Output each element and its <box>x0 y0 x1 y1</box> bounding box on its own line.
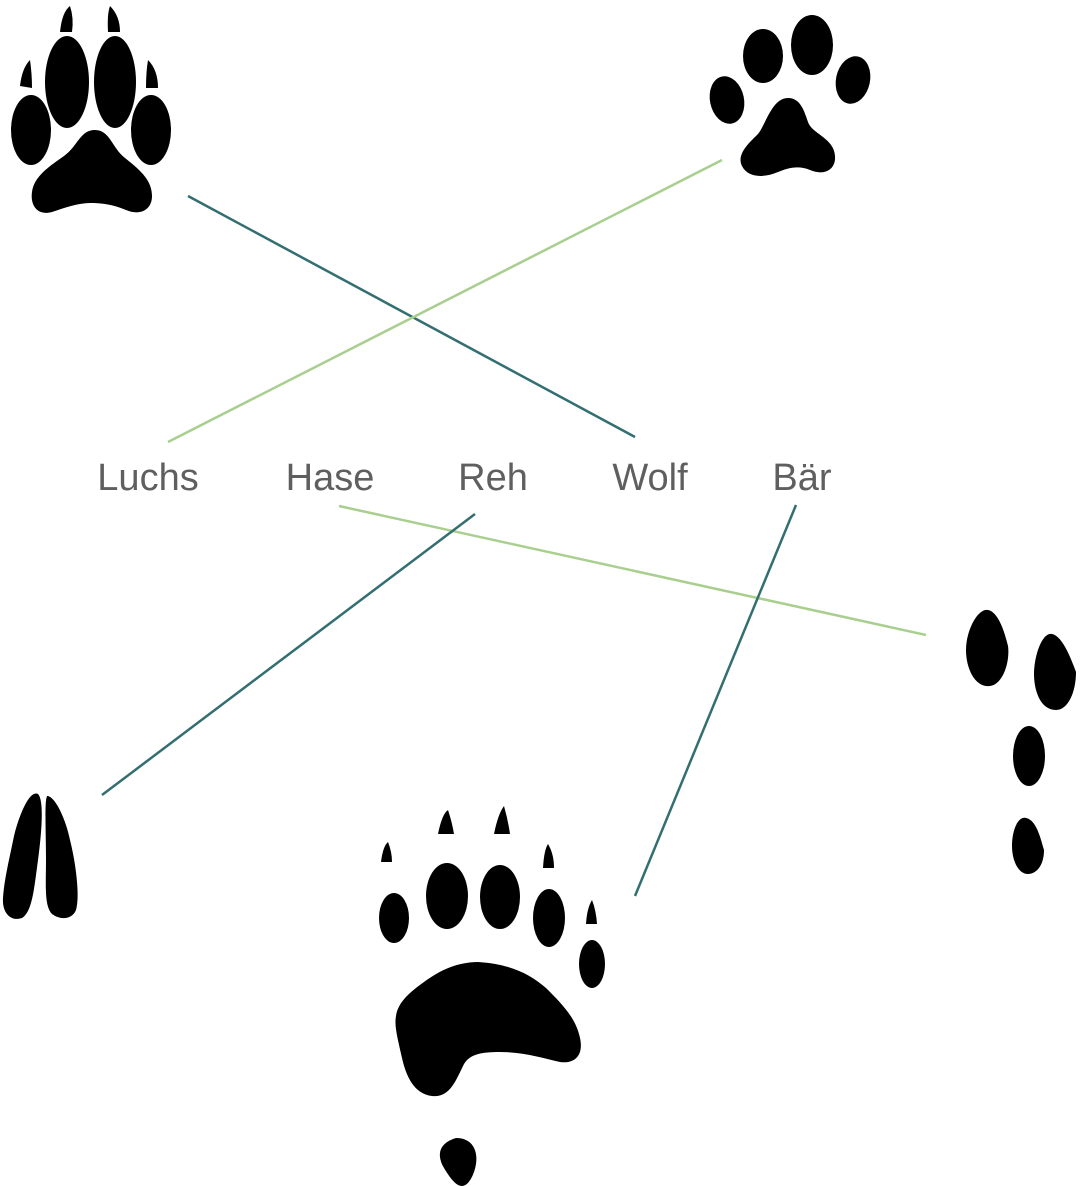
label-baer: Bär <box>772 457 831 499</box>
label-reh: Reh <box>458 457 528 499</box>
bear-print-icon <box>379 806 605 1186</box>
connector-luchs <box>167 158 723 444</box>
deer-print-icon <box>2 793 78 919</box>
label-hase: Hase <box>286 457 375 499</box>
label-wolf: Wolf <box>612 457 688 499</box>
connector-reh <box>101 513 476 796</box>
wolf-print-icon <box>11 6 171 213</box>
hare-print-icon <box>966 609 1076 874</box>
connector-baer <box>633 504 798 897</box>
connector-hase <box>338 504 927 637</box>
connector-wolf <box>187 194 636 439</box>
label-luchs: Luchs <box>97 457 198 499</box>
lynx-print-icon <box>709 15 871 176</box>
